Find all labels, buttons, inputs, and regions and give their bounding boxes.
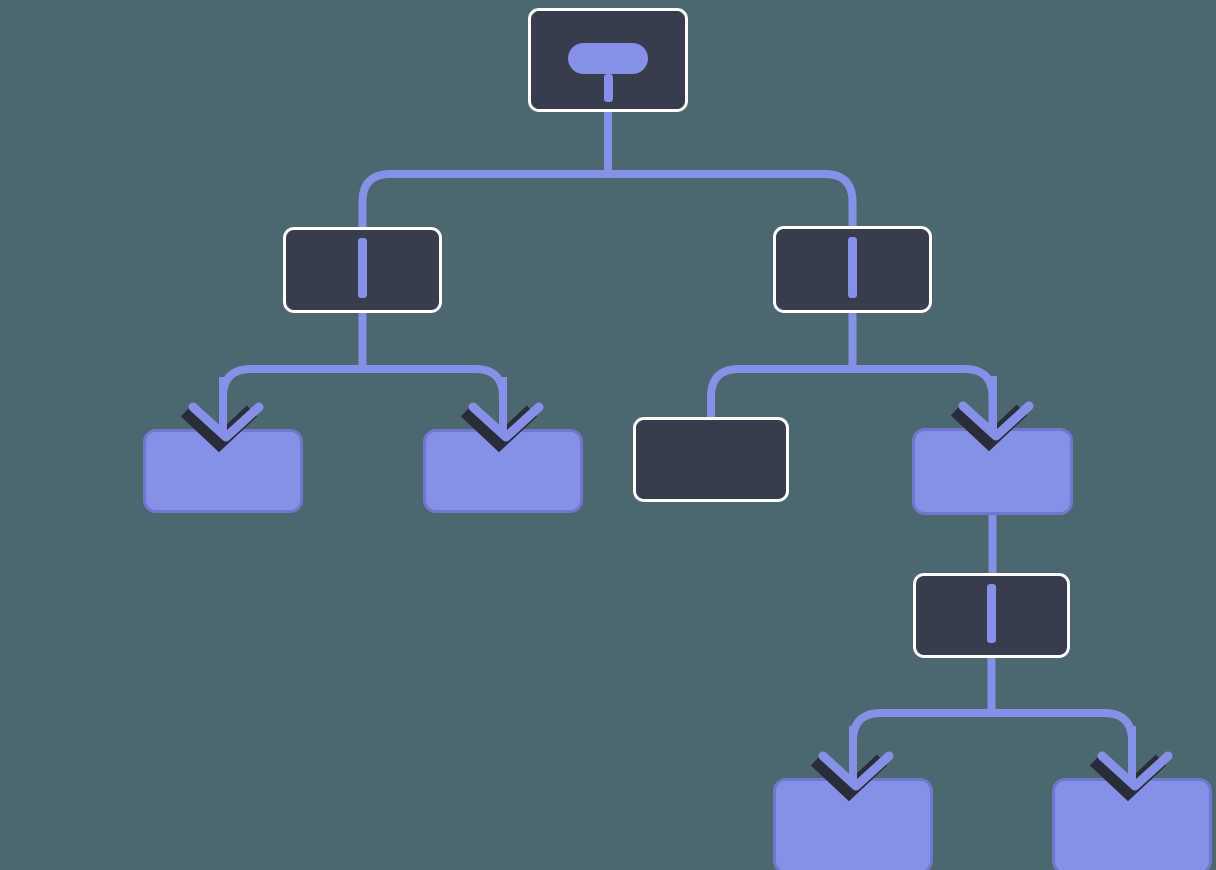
node-branch-bottom[interactable]	[913, 573, 1070, 658]
node-plain-leaf[interactable]	[633, 417, 789, 502]
arrow-down-icon	[1089, 726, 1173, 802]
node-branch-left[interactable]	[283, 227, 442, 313]
through-line	[358, 238, 367, 298]
edge-connector-root	[358, 170, 857, 233]
arrow-down-icon	[810, 726, 894, 802]
node-pill	[568, 43, 648, 74]
node-branch-right[interactable]	[773, 226, 932, 313]
through-line	[848, 237, 857, 298]
chevron-purple	[958, 401, 1033, 441]
chevron-purple	[818, 751, 894, 791]
chevron-purple	[1097, 751, 1173, 791]
arrow-down-icon	[180, 377, 264, 453]
node-stem-line	[603, 74, 613, 102]
through-line	[987, 584, 996, 643]
chevron-purple	[468, 402, 544, 442]
arrow-down-icon	[460, 377, 544, 453]
arrow-down-icon	[950, 376, 1033, 452]
node-root[interactable]	[528, 8, 688, 112]
chevron-purple	[188, 402, 264, 442]
